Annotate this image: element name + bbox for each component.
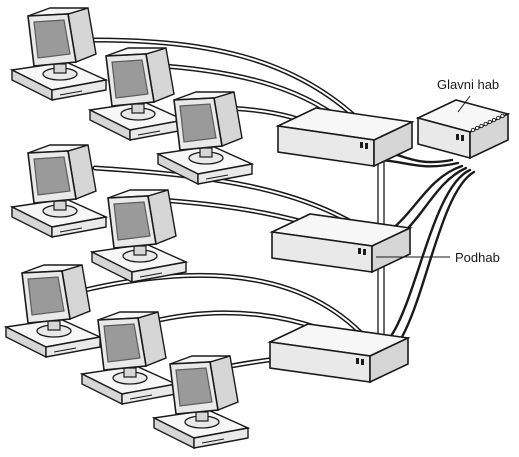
port: [492, 118, 495, 121]
computer-3: [158, 92, 252, 184]
port: [476, 126, 479, 129]
screen: [180, 104, 216, 142]
computer-2: [90, 48, 184, 140]
computer-6: [6, 265, 100, 357]
computer-8: [154, 356, 248, 448]
port: [480, 124, 483, 127]
sub-hub-label: Podhab: [455, 250, 500, 265]
sub-hub-1: [278, 108, 412, 166]
main-hub-label: Glavni hab: [437, 77, 499, 92]
computer-1: [12, 8, 106, 100]
screen: [28, 277, 64, 315]
sub-hub-2: [272, 214, 410, 272]
screen: [112, 60, 148, 98]
screen: [114, 202, 150, 240]
screen: [176, 368, 212, 406]
port: [488, 120, 491, 123]
hubs: [270, 100, 508, 382]
computer-4: [12, 145, 106, 237]
port: [501, 114, 504, 117]
port: [484, 122, 487, 125]
screen: [34, 157, 70, 195]
port: [497, 116, 500, 119]
port: [471, 128, 474, 131]
cable: [376, 172, 474, 360]
screen: [34, 20, 70, 58]
computer-7: [82, 312, 176, 404]
main-hub: [418, 100, 508, 158]
computer-5: [92, 190, 186, 282]
screen: [104, 324, 140, 362]
sub-hub-3: [270, 324, 408, 382]
